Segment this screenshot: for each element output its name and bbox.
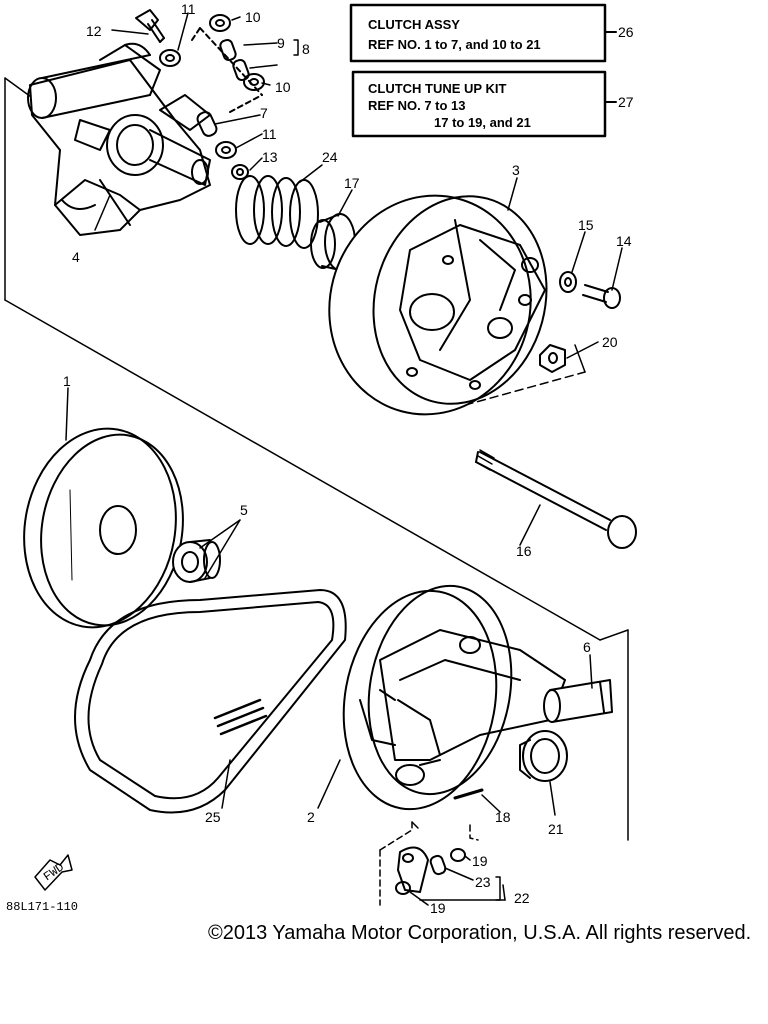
tune-up-kit-title: CLUTCH TUNE UP KIT: [368, 81, 506, 96]
callout-8: 8: [302, 41, 310, 57]
nut-20: [539, 344, 566, 373]
sleeve-6: [543, 679, 613, 723]
roller-set: [191, 14, 265, 137]
tune-up-kit-line2: 17 to 19, and 21: [434, 115, 531, 130]
callout-numbers: 12 11 10 9 8 10 7 11 13 24 17 3 15 14 20…: [63, 1, 632, 916]
callout-25: 25: [205, 809, 221, 825]
callout-27: 27: [618, 94, 634, 110]
copyright-notice: ©2013 Yamaha Motor Corporation, U.S.A. A…: [208, 922, 752, 944]
clutch-exploded-diagram: CLUTCH ASSY REF NO. 1 to 7, and 10 to 21…: [4, 1, 637, 916]
spider-hub: [27, 42, 211, 236]
washer-15: [559, 271, 577, 293]
callout-12: 12: [86, 23, 102, 39]
leader-lines: [65, 12, 623, 906]
tune-up-kit-box: CLUTCH TUNE UP KIT REF NO. 7 to 13 17 to…: [351, 70, 634, 138]
callout-3: 3: [512, 162, 520, 178]
clutch-assy-refs: REF NO. 1 to 7, and 10 to 21: [368, 37, 541, 52]
drive-belt-25: [74, 589, 347, 814]
callout-22: 22: [514, 890, 530, 906]
callout-1: 1: [63, 373, 71, 389]
callout-23: 23: [475, 874, 491, 890]
bolt-14: [582, 284, 621, 309]
bushing-21: [519, 730, 568, 782]
clutch-assy-box: CLUTCH ASSY REF NO. 1 to 7, and 10 to 21…: [349, 3, 634, 63]
tune-up-kit-line1: REF NO. 7 to 13: [368, 98, 466, 113]
callout-6: 6: [583, 639, 591, 655]
washer-19-top: [450, 848, 466, 862]
pin-18: [453, 788, 484, 800]
callout-20: 20: [602, 334, 618, 350]
fwd-arrow-icon: FWD: [34, 854, 73, 891]
bolt-16: [475, 449, 637, 549]
washer-11-mid: [215, 141, 237, 159]
bushing-5: [172, 539, 221, 583]
washer-13: [231, 164, 249, 180]
callout-10-bottom: 10: [275, 79, 291, 95]
clutch-assy-title: CLUTCH ASSY: [368, 17, 460, 32]
clutch-cover-3: [328, 194, 548, 416]
callout-19-bottom: 19: [430, 900, 446, 916]
diagram-code: 88L171-110: [6, 900, 78, 914]
movable-sheave-2: [342, 584, 566, 811]
callout-4: 4: [72, 249, 80, 265]
weight-22: [397, 846, 429, 893]
bolt-12: [135, 9, 165, 43]
callout-9: 9: [277, 35, 285, 51]
callout-15: 15: [578, 217, 594, 233]
callout-16: 16: [516, 543, 532, 559]
callout-11-mid: 11: [262, 126, 277, 142]
callout-21: 21: [548, 821, 564, 837]
callout-10-top: 10: [245, 9, 261, 25]
roller-23: [429, 854, 447, 876]
callout-26: 26: [618, 24, 634, 40]
fixed-sheave-1: [23, 427, 184, 629]
callout-18: 18: [495, 809, 511, 825]
callout-14: 14: [616, 233, 632, 249]
callout-2: 2: [307, 809, 315, 825]
callout-19-top: 19: [472, 853, 488, 869]
washer-11-top: [159, 49, 181, 67]
callout-5: 5: [240, 502, 248, 518]
washer-19-bottom: [395, 881, 411, 895]
callout-24: 24: [322, 149, 338, 165]
callout-17: 17: [344, 175, 360, 191]
callout-11-top: 11: [181, 1, 196, 17]
spring-24: [235, 175, 319, 249]
callout-7: 7: [260, 105, 268, 121]
parts-bracket: [379, 821, 479, 906]
callout-13: 13: [262, 149, 278, 165]
